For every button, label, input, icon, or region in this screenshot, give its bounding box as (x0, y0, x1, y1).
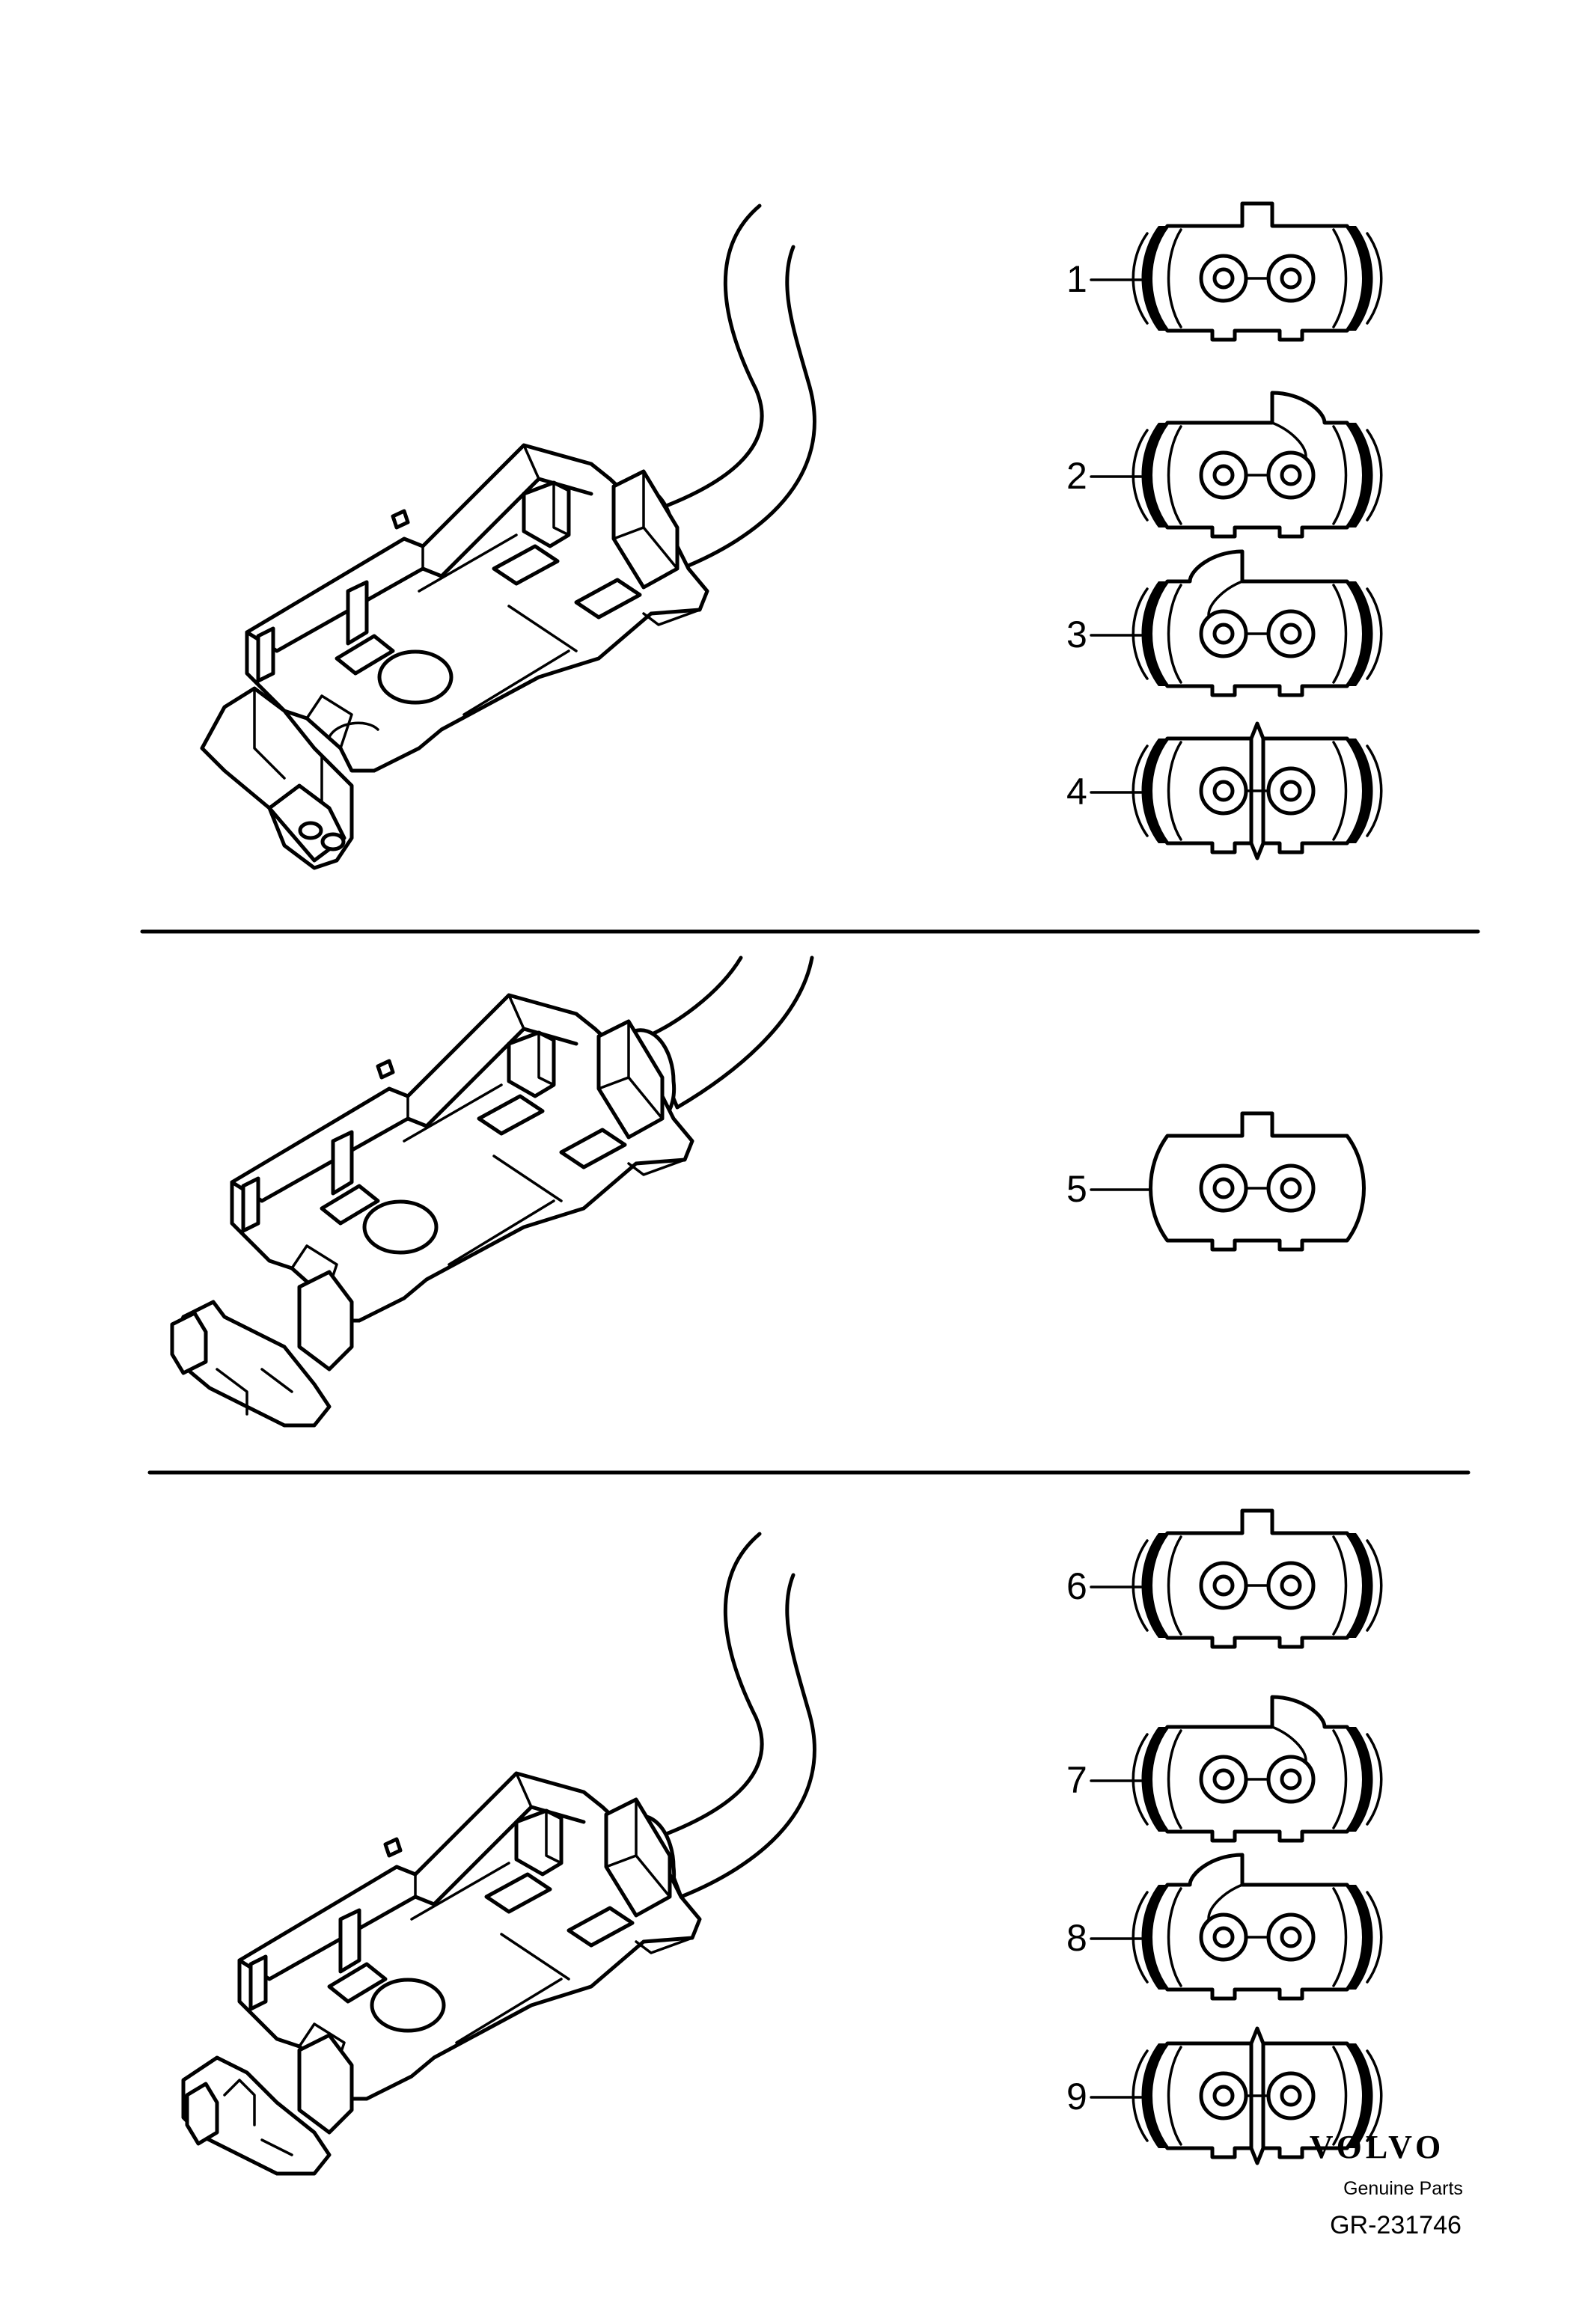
connector-profile-right-hook-key (1151, 393, 1364, 536)
callout-number: 4 (1066, 771, 1087, 813)
callout-number: 1 (1066, 258, 1087, 300)
callout-1: 1 (1066, 204, 1383, 340)
panel-top (200, 206, 814, 870)
callout-4: 4 (1066, 724, 1383, 858)
panel-middle (170, 958, 812, 1428)
connector-plug-tip (170, 1270, 354, 1428)
connector-profile-square-key (1151, 1113, 1364, 1250)
callout-5: 5 (1066, 1113, 1364, 1250)
connector-profile-square-key (1151, 1511, 1364, 1647)
callout-number: 8 (1066, 1917, 1087, 1959)
callout-number: 5 (1066, 1168, 1087, 1210)
connector-housing (232, 995, 692, 1321)
callout-number: 9 (1066, 2076, 1087, 2117)
connector-profile-square-key (1151, 204, 1364, 340)
latch-arc (328, 721, 379, 739)
connector-plug-tip (200, 686, 354, 870)
callout-3: 3 (1066, 551, 1383, 695)
connector-profile-left-hook-key (1151, 1855, 1364, 1999)
callout-list: 1 2 3 4 5 6 7 8 9 (1066, 204, 1383, 2163)
drawing-code: GR-231746 (1330, 2211, 1462, 2239)
callout-8: 8 (1066, 1855, 1383, 1999)
connector-plug-tip (181, 2033, 354, 2176)
callout-7: 7 (1066, 1697, 1383, 1841)
connector-profile-right-hook-key (1151, 1697, 1364, 1841)
panel-bottom (181, 1534, 814, 2176)
callout-6: 6 (1066, 1511, 1383, 1647)
callout-number: 3 (1066, 614, 1087, 655)
callout-9: 9 (1066, 2028, 1383, 2163)
volvo-logo: VOLVO (1310, 2129, 1445, 2165)
callout-number: 2 (1066, 455, 1087, 497)
connector-housing (247, 445, 707, 771)
callout-2: 2 (1066, 393, 1383, 536)
footer-tagline: Genuine Parts (1343, 2178, 1463, 2199)
callout-number: 7 (1066, 1759, 1087, 1801)
connector-profile-left-hook-key (1151, 551, 1364, 695)
footer: VOLVO Genuine Parts GR-231746 (1310, 2129, 1463, 2239)
callout-number: 6 (1066, 1565, 1087, 1607)
